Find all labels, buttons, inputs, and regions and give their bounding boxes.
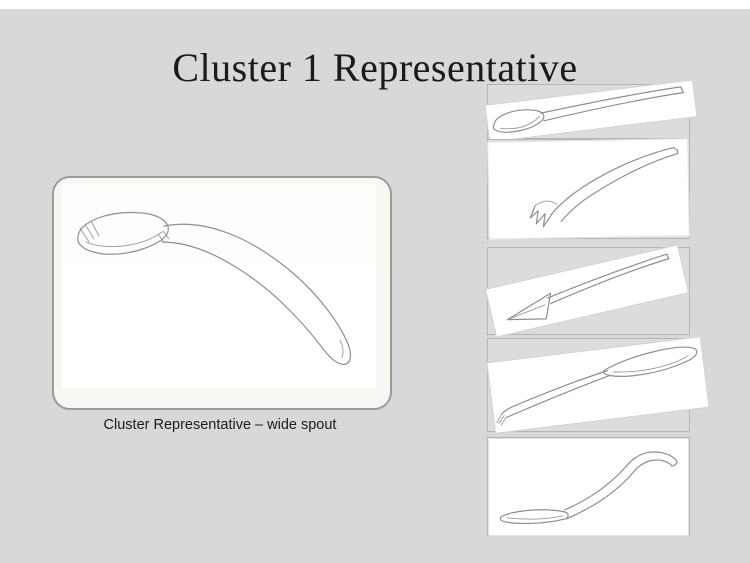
cluster-representative-panel	[52, 176, 392, 410]
cluster-member-thumbnail	[487, 138, 690, 240]
cluster-member-thumbnail	[487, 437, 690, 536]
spoon-sketch-forked-tip-icon	[529, 147, 679, 228]
slide-top-band	[0, 0, 750, 9]
cluster-member-thumbnail	[484, 244, 690, 338]
cluster-member-thumbnail	[486, 336, 710, 434]
sketch-paper	[487, 138, 690, 240]
cluster-representative-caption: Cluster Representative – wide spout	[103, 417, 337, 433]
cluster-member-thumbnail	[484, 79, 698, 143]
sketch-paper	[488, 438, 689, 536]
sketch-paper	[484, 79, 698, 143]
ladle-sketch-curved-handle-icon	[499, 451, 678, 525]
sketch-paper	[486, 336, 710, 434]
wide-spout-ladle-sketch-icon	[62, 184, 376, 388]
spoon-sketch-triangular-scoop-icon	[506, 253, 670, 321]
spoon-sketch-straight-handle-icon	[492, 86, 685, 133]
sketch-paper	[484, 244, 690, 338]
slide-title: Cluster 1 Representative	[172, 45, 578, 90]
spoon-sketch-long-shallow-bowl-icon	[496, 346, 698, 426]
